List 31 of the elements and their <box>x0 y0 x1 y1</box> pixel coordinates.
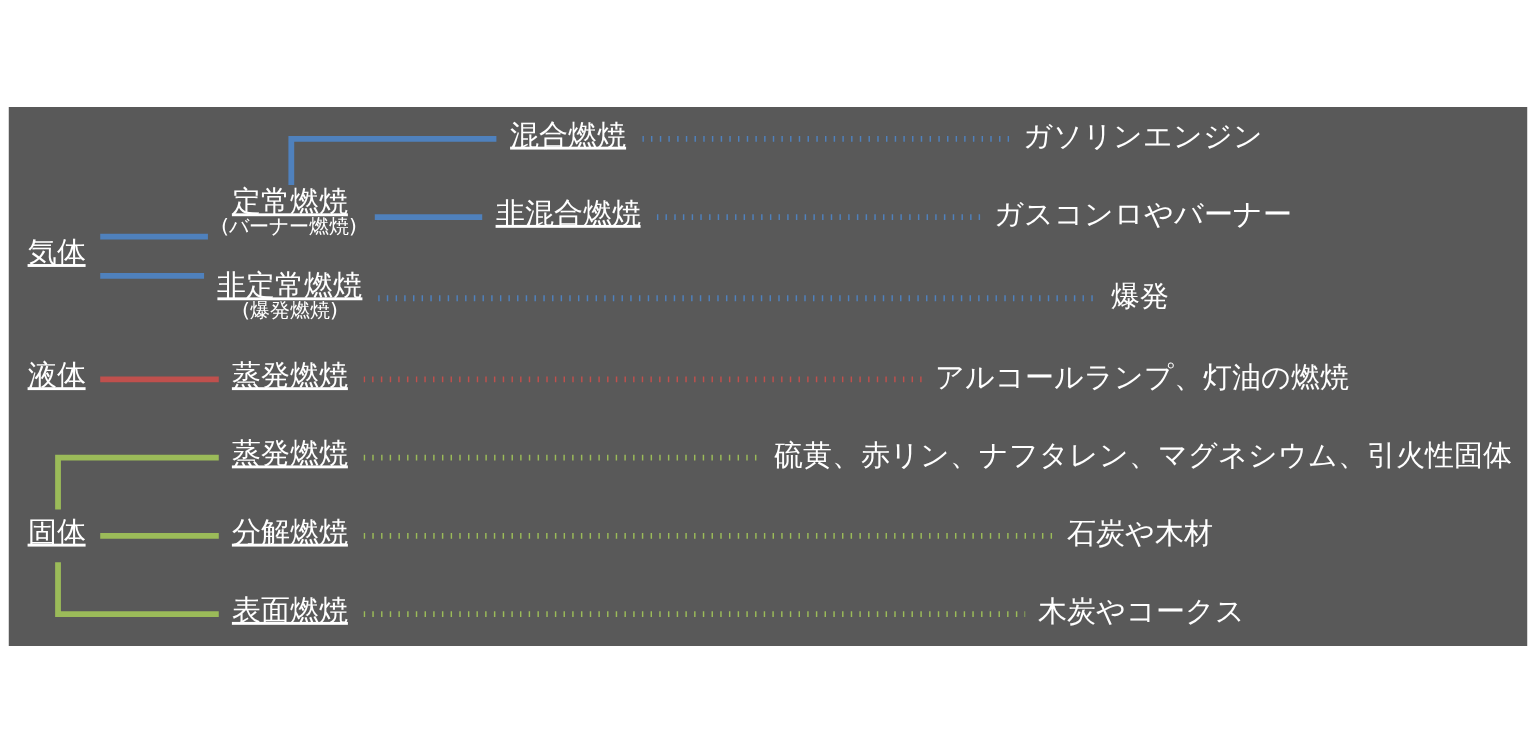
node-text: 固体 <box>27 514 86 549</box>
node-text: 木炭やコークス <box>1038 594 1246 629</box>
node-text: 液体 <box>27 358 86 393</box>
node-text: 蒸発燃焼 <box>231 358 348 393</box>
node-text: 硫黄、赤リン、ナフタレン、マグネシウム、引火性固体 <box>773 437 1512 472</box>
connector <box>363 533 1054 539</box>
node-text: 非混合燃焼 <box>495 195 641 230</box>
connector <box>656 214 981 220</box>
node-text: 表面燃焼 <box>231 592 348 627</box>
connector <box>642 136 1010 142</box>
connector <box>100 272 205 279</box>
connector <box>55 454 219 510</box>
connector <box>288 136 497 185</box>
connector <box>374 214 483 220</box>
connector <box>100 376 219 383</box>
node-text: 気体 <box>27 235 86 270</box>
node-text: 石炭や木材 <box>1067 516 1214 551</box>
node-text: ガソリンエンジン <box>1023 119 1264 154</box>
connector <box>55 562 219 617</box>
connector <box>100 233 208 240</box>
node-text: アルコールランプ、灯油の燃焼 <box>935 359 1350 394</box>
node-text: 蒸発燃焼 <box>231 436 348 471</box>
node-text: 非定常燃焼 (爆発燃焼) <box>217 268 363 323</box>
node-text: 定常燃焼 (バーナー燃焼) <box>221 184 357 239</box>
connector <box>363 376 923 383</box>
node-text: ガスコンロやバーナー <box>994 197 1293 232</box>
connector <box>100 533 219 539</box>
node-text: 爆発 <box>1111 278 1170 313</box>
connector <box>363 611 1026 617</box>
node-text: 混合燃焼 <box>510 117 627 152</box>
node-text: 分解燃焼 <box>231 514 348 549</box>
